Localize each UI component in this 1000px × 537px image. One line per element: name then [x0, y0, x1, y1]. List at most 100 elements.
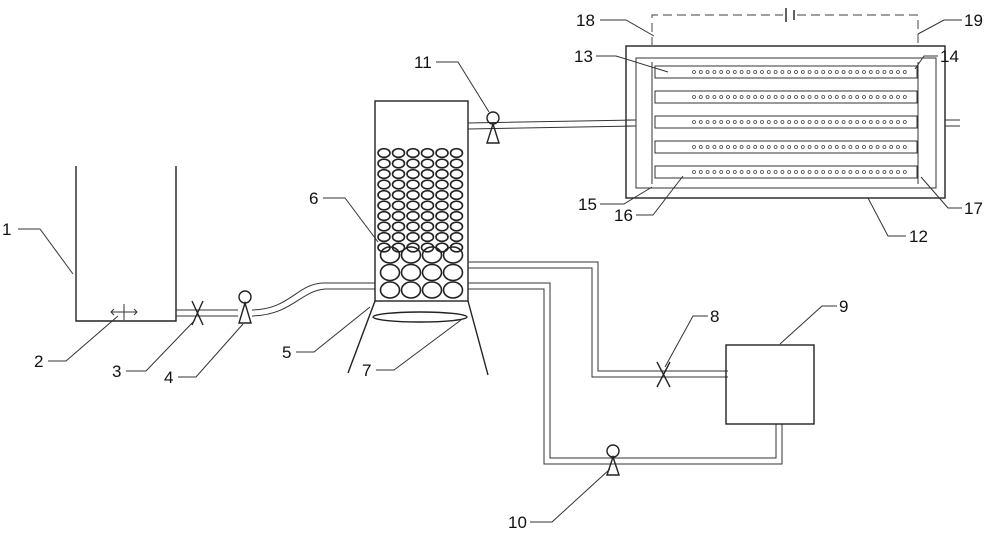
packing-ring: [377, 179, 391, 190]
electrode-plate: [654, 115, 918, 129]
electrode-pore: [719, 120, 724, 124]
electrode-pore: [814, 70, 819, 74]
electrode-pore: [834, 145, 839, 149]
electrode-pore: [882, 70, 887, 74]
label-16: 16: [614, 206, 633, 225]
packing-ring: [442, 246, 464, 264]
electrode-pore: [821, 95, 826, 99]
electrode-pore: [821, 170, 826, 174]
valve-8-icon: [656, 361, 671, 388]
electrode-pore: [753, 145, 758, 149]
number-labels: 1 2 3 4 5 6 7 8 9 10 11 12 13 14 15 16 1…: [2, 11, 983, 532]
packing-ring: [421, 263, 443, 282]
electrode-pore: [862, 120, 866, 124]
electrode-pore: [848, 70, 853, 74]
packing-ring: [421, 281, 443, 299]
label-15: 15: [578, 195, 597, 214]
electrode-pore: [902, 170, 907, 174]
electrode-pore: [841, 170, 846, 174]
electrode-pore: [780, 120, 785, 124]
electrode-pore: [902, 120, 907, 124]
electrode-pore: [712, 70, 717, 74]
packing-ring: [406, 158, 420, 169]
electrode-pore: [882, 145, 887, 149]
label-14: 14: [940, 47, 959, 66]
electrode-pore: [896, 170, 900, 174]
electrode-pore: [692, 170, 696, 174]
packing-ring: [377, 221, 391, 232]
electrode-pore: [800, 95, 805, 99]
electrode-pore: [896, 95, 900, 99]
pump-4-icon: [238, 290, 252, 324]
electrode-pore: [780, 170, 785, 174]
electrode-pore: [726, 95, 730, 99]
electrode-pore: [862, 95, 866, 99]
electrode-pore: [753, 120, 758, 124]
packing-ring: [406, 221, 420, 232]
electrode-plates: [654, 65, 918, 179]
electrode-pore: [719, 170, 724, 174]
packing-ring: [449, 231, 464, 243]
label-19: 19: [964, 11, 983, 30]
packing-ring: [391, 147, 406, 159]
electrochemical-reactor: [625, 45, 960, 199]
packing-ring: [379, 263, 401, 282]
electrode-pore: [712, 120, 717, 124]
electrode-pore: [828, 70, 832, 74]
packing-ring: [377, 147, 391, 159]
packing-ring: [377, 210, 391, 222]
packing-ring: [435, 242, 449, 253]
electrode-pore: [814, 145, 819, 149]
packing-ring: [435, 221, 449, 232]
electrode-pore: [855, 170, 860, 174]
leader-lines: [18, 19, 962, 523]
electrode-pore: [841, 95, 846, 99]
label-5: 5: [282, 343, 291, 362]
electrode-pore: [753, 95, 758, 99]
electrode-pore: [692, 95, 696, 99]
electrode-pore: [732, 95, 737, 99]
electrode-pore: [692, 145, 696, 149]
electrode-pore: [862, 145, 866, 149]
electrode-pore: [828, 145, 832, 149]
electrode-pore: [773, 95, 778, 99]
electrode-pore: [807, 170, 812, 174]
packing-ring: [391, 231, 406, 243]
feed-tank: [75, 166, 177, 322]
label-9: 9: [839, 297, 848, 316]
electrode-pore: [766, 120, 771, 124]
electrode-pore: [902, 70, 907, 74]
packing-ring: [435, 200, 449, 211]
electrode-pore: [739, 145, 744, 149]
packing-ring: [442, 263, 464, 282]
label-2: 2: [34, 352, 43, 371]
electrode-pore: [841, 70, 846, 74]
packing-ring: [420, 179, 435, 190]
label-7: 7: [362, 361, 371, 380]
packing-ring: [420, 200, 435, 211]
electrode-pore: [712, 95, 717, 99]
electrode-pore: [712, 145, 717, 149]
electrode-plate: [654, 140, 918, 154]
electrode-pore: [855, 95, 860, 99]
electrode-pore: [780, 145, 785, 149]
electrode-pore: [834, 70, 839, 74]
electrode-pore: [896, 120, 900, 124]
packing-ring: [391, 179, 406, 190]
electrode-pore: [821, 70, 826, 74]
packing-ring: [421, 246, 443, 264]
electrode-pore: [766, 70, 771, 74]
packing-ring: [420, 147, 435, 159]
packing-ring: [406, 147, 420, 159]
packing-ring: [449, 147, 464, 159]
electrode-pore: [766, 95, 771, 99]
label-1: 1: [2, 220, 11, 239]
electrode-pore: [787, 95, 792, 99]
packing-ring: [420, 231, 435, 243]
electrode-pore: [896, 145, 900, 149]
electrode-pore: [848, 120, 853, 124]
electrode-pore: [726, 170, 730, 174]
packing-ring: [377, 168, 391, 180]
electrode-pore: [794, 70, 798, 74]
